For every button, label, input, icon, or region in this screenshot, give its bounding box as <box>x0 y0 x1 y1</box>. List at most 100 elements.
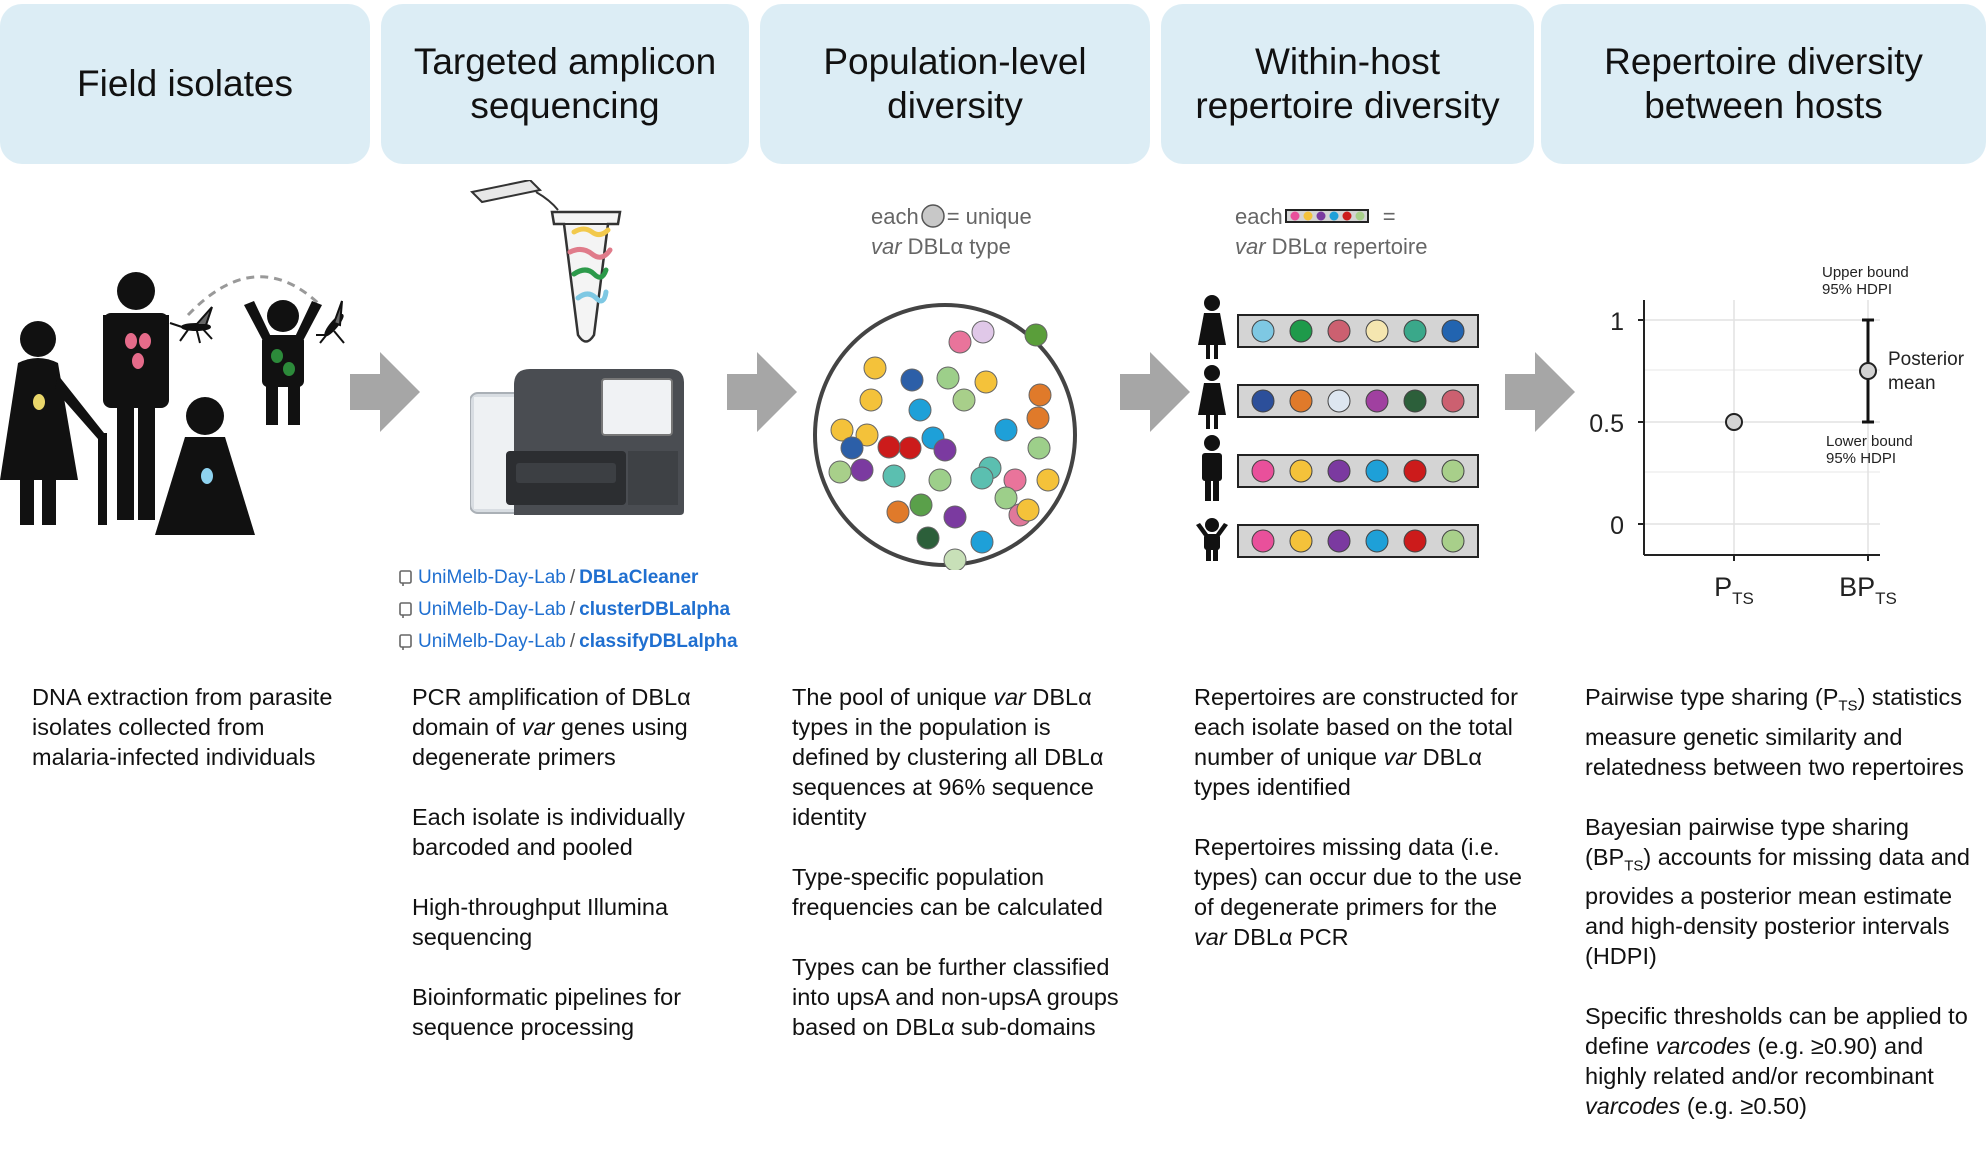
description-paragraph: Pairwise type sharing (PTS) statistics m… <box>1585 684 1964 780</box>
dna-strand-icon <box>571 267 609 280</box>
repo-org[interactable]: UniMelb-Day-Lab <box>418 567 566 588</box>
label-line: Lower bound <box>1826 433 1913 450</box>
var-type-dot <box>943 548 967 570</box>
header-title: between hosts <box>1644 85 1883 126</box>
var-type-dot <box>970 466 994 490</box>
repo-link[interactable]: UniMelb-Day-Lab / clusterDBLalpha <box>398 594 738 626</box>
x-tick-label: BPTS <box>1839 572 1897 608</box>
arrow-icon <box>727 352 797 432</box>
legend-dot <box>1290 211 1300 221</box>
repo-separator: / <box>569 567 576 588</box>
repertoire-type-dot <box>1289 529 1313 553</box>
header-title: Targeted amplicon <box>413 40 717 82</box>
pcr-tube-illustration <box>470 180 622 343</box>
description-paragraph: PCR amplification of DBLα domain of var … <box>412 684 691 770</box>
var-type-dot <box>1016 498 1040 522</box>
description-paragraph: High-throughput Illumina sequencing <box>412 894 669 950</box>
var-type-dot <box>948 330 972 354</box>
grid <box>1644 300 1880 555</box>
repo-icon <box>399 602 412 618</box>
repertoire-type-dot <box>1289 459 1313 483</box>
var-type-dot <box>916 526 940 550</box>
repertoire-type-dot <box>1365 319 1389 343</box>
var-type-dot <box>850 458 874 482</box>
repo-name[interactable]: clusterDBLalpha <box>579 599 731 620</box>
repertoire-type-dot <box>1327 389 1351 413</box>
var-type-dot <box>908 398 932 422</box>
var-type-dot <box>1024 323 1048 347</box>
arrow-icon <box>1120 352 1190 432</box>
description-paragraph: Each isolate is individually barcoded an… <box>412 804 686 860</box>
repo-separator: / <box>569 631 576 652</box>
legend-dot <box>1303 211 1313 221</box>
var-type-dot <box>1028 383 1052 407</box>
arrow-icon <box>1505 352 1575 432</box>
repo-link-list: UniMelb-Day-Lab / DBLaCleaner UniMelb-Da… <box>398 562 738 658</box>
var-type-dot <box>928 468 952 492</box>
var-type-dot <box>1026 406 1050 430</box>
repo-icon <box>399 634 412 650</box>
repo-name[interactable]: classifyDBLalpha <box>579 631 738 652</box>
upper-bound-label: Upper bound 95% HDPI <box>1822 264 1909 298</box>
infection-spot-icon <box>139 333 151 349</box>
description-paragraph: The pool of unique var DBLα types in the… <box>792 684 1104 830</box>
label-line: Upper bound <box>1822 264 1909 281</box>
repertoire-type-dot <box>1441 389 1465 413</box>
woman-icon <box>1198 295 1226 359</box>
description-field-isolates: DNA extraction from parasite isolates co… <box>32 682 342 802</box>
repo-link[interactable]: UniMelb-Day-Lab / DBLaCleaner <box>398 562 738 594</box>
label-line: mean <box>1888 373 1936 394</box>
repertoire-type-dot <box>1251 319 1275 343</box>
child-icon <box>1196 518 1228 561</box>
repertoire-type-dot <box>1251 389 1275 413</box>
description-within-host: Repertoires are constructed for each iso… <box>1194 682 1524 982</box>
var-type-dot <box>952 388 976 412</box>
repo-name[interactable]: DBLaCleaner <box>579 567 699 588</box>
repertoire-type-dot <box>1251 529 1275 553</box>
repertoire-type-dot <box>1327 529 1351 553</box>
repertoire-bar <box>1237 314 1479 348</box>
var-type-dot <box>863 356 887 380</box>
arrow-icon <box>350 352 420 432</box>
pts-plot: 1 0.5 0 PTS BPTS <box>1589 300 1897 608</box>
repertoire-type-dot <box>1441 459 1465 483</box>
description-amplicon-sequencing: PCR amplification of DBLα domain of var … <box>412 682 732 1072</box>
child-icon <box>244 300 322 425</box>
repo-link[interactable]: UniMelb-Day-Lab / classifyDBLalpha <box>398 626 738 658</box>
description-paragraph: Bioinformatic pipelines for sequence pro… <box>412 984 682 1040</box>
repo-separator: / <box>569 599 576 620</box>
dna-strand-icon <box>567 246 613 260</box>
population-pool <box>813 303 1077 570</box>
var-type-dot <box>828 460 852 484</box>
var-type-dot <box>886 500 910 524</box>
repertoire-type-dot <box>1403 319 1427 343</box>
repo-icon <box>399 570 412 586</box>
description-paragraph: Bayesian pairwise type sharing (BPTS) ac… <box>1585 813 1970 970</box>
woman-icon <box>155 397 255 535</box>
repo-org[interactable]: UniMelb-Day-Lab <box>418 631 566 652</box>
var-type-dot <box>900 368 924 392</box>
repo-org[interactable]: UniMelb-Day-Lab <box>418 599 566 620</box>
mosquito-icon <box>316 300 345 344</box>
legend-equals: = <box>1382 204 1396 229</box>
y-tick-label: 0.5 <box>1589 410 1624 438</box>
legend-dot <box>1355 211 1365 221</box>
description-paragraph: Specific thresholds can be applied to de… <box>1585 1003 1968 1120</box>
var-type-dot <box>877 435 901 459</box>
sequencer-icon <box>470 369 684 515</box>
legend-type: DBLα type <box>901 234 1011 259</box>
tube-lid-icon <box>470 180 559 211</box>
var-type-dot <box>1027 436 1051 460</box>
legend-var: var <box>871 234 902 259</box>
pcr-tube-icon <box>550 210 622 343</box>
var-type-dot <box>970 530 994 554</box>
description-paragraph: DNA extraction from parasite isolates co… <box>32 684 333 770</box>
repertoire-type-dot <box>1441 529 1465 553</box>
elderly-woman-icon <box>0 321 107 525</box>
var-type-dot <box>994 486 1018 510</box>
infection-spot-icon <box>125 333 137 349</box>
header-field-isolates: Field isolates <box>0 4 370 164</box>
bpts-point <box>1859 362 1877 380</box>
legend-dot <box>1342 211 1352 221</box>
